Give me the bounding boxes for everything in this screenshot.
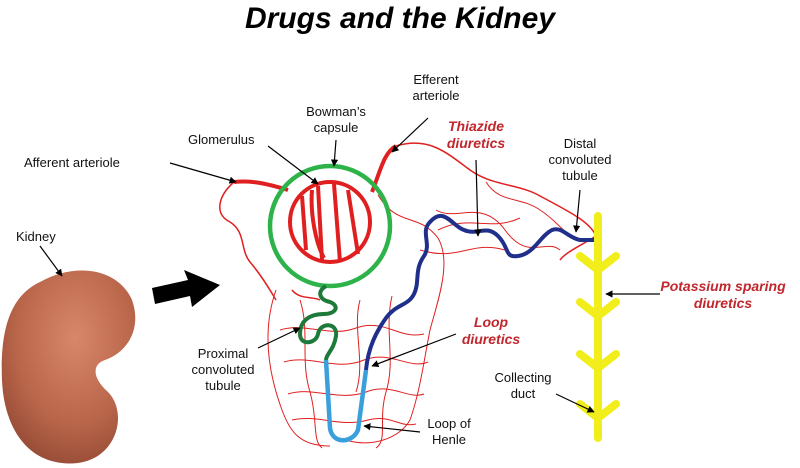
drug-potassium-sparing-diuretics: Potassium sparing diuretics [646, 278, 800, 312]
leader-afferent [169, 162, 237, 184]
label-distal-line1: Distal [563, 136, 597, 151]
drug-loop-diuretics: Loop diuretics [446, 314, 536, 348]
distal-convoluted-tubule [364, 213, 596, 371]
leader-distal [573, 189, 581, 233]
bowmans-capsule [267, 163, 393, 289]
label-henle-line2: Henle [432, 432, 466, 447]
afferent-arteriole [233, 179, 289, 192]
label-bowmans-capsule: Bowman’s capsule [296, 104, 376, 136]
drug-thiazide-line2: diuretics [446, 135, 506, 151]
label-kidney: Kidney [16, 229, 56, 244]
label-afferent-arteriole: Afferent arteriole [24, 155, 120, 170]
diagram-title: Drugs and the Kidney [244, 2, 556, 35]
big-arrow-icon [152, 270, 220, 307]
leader-glomerulus [267, 145, 319, 185]
leader-henle [363, 423, 421, 433]
leader-collecting [555, 393, 595, 413]
label-distal-line3: tubule [562, 168, 598, 183]
label-bowmans-line1: Bowman’s [306, 104, 366, 119]
drug-loop-line1: Loop [473, 314, 509, 330]
drug-thiazide-line1: Thiazide [447, 118, 504, 134]
leader-kidney [39, 245, 63, 277]
label-collecting-duct: Collecting duct [478, 370, 568, 402]
label-loop-of-henle: Loop of Henle [414, 416, 484, 448]
drug-thiazide-diuretics: Thiazide diuretics [430, 118, 522, 152]
label-collecting-line2: duct [510, 386, 536, 401]
label-collecting-line1: Collecting [494, 370, 552, 385]
collecting-duct [576, 212, 620, 442]
leader-loop-diuretics [371, 333, 457, 368]
label-proximal-line3: tubule [205, 378, 241, 393]
label-proximal-line1: Proximal [197, 346, 249, 361]
label-bowmans-line2: capsule [313, 120, 359, 135]
drug-potassium-line2: diuretics [693, 295, 753, 311]
label-efferent-line2: arteriole [412, 88, 460, 103]
leader-bowman [330, 139, 339, 167]
drug-potassium-line1: Potassium sparing [660, 278, 786, 294]
leader-proximal [257, 327, 301, 349]
label-henle-line1: Loop of [427, 416, 471, 431]
label-distal-convoluted-tubule: Distal convoluted tubule [530, 136, 630, 184]
kidney-shape [1, 270, 136, 464]
label-efferent-arteriole: Efferent arteriole [396, 72, 476, 104]
label-efferent-line1: Efferent [413, 72, 459, 87]
drug-loop-line2: diuretics [461, 331, 521, 347]
label-proximal-line2: convoluted [191, 362, 255, 377]
loop-of-henle [323, 359, 369, 443]
label-glomerulus: Glomerulus [188, 132, 255, 147]
glomerulus [288, 180, 372, 264]
label-proximal-convoluted-tubule: Proximal convoluted tubule [178, 346, 268, 394]
leader-efferent [391, 117, 429, 153]
label-distal-line2: convoluted [548, 152, 612, 167]
leader-thiazide [474, 159, 482, 237]
